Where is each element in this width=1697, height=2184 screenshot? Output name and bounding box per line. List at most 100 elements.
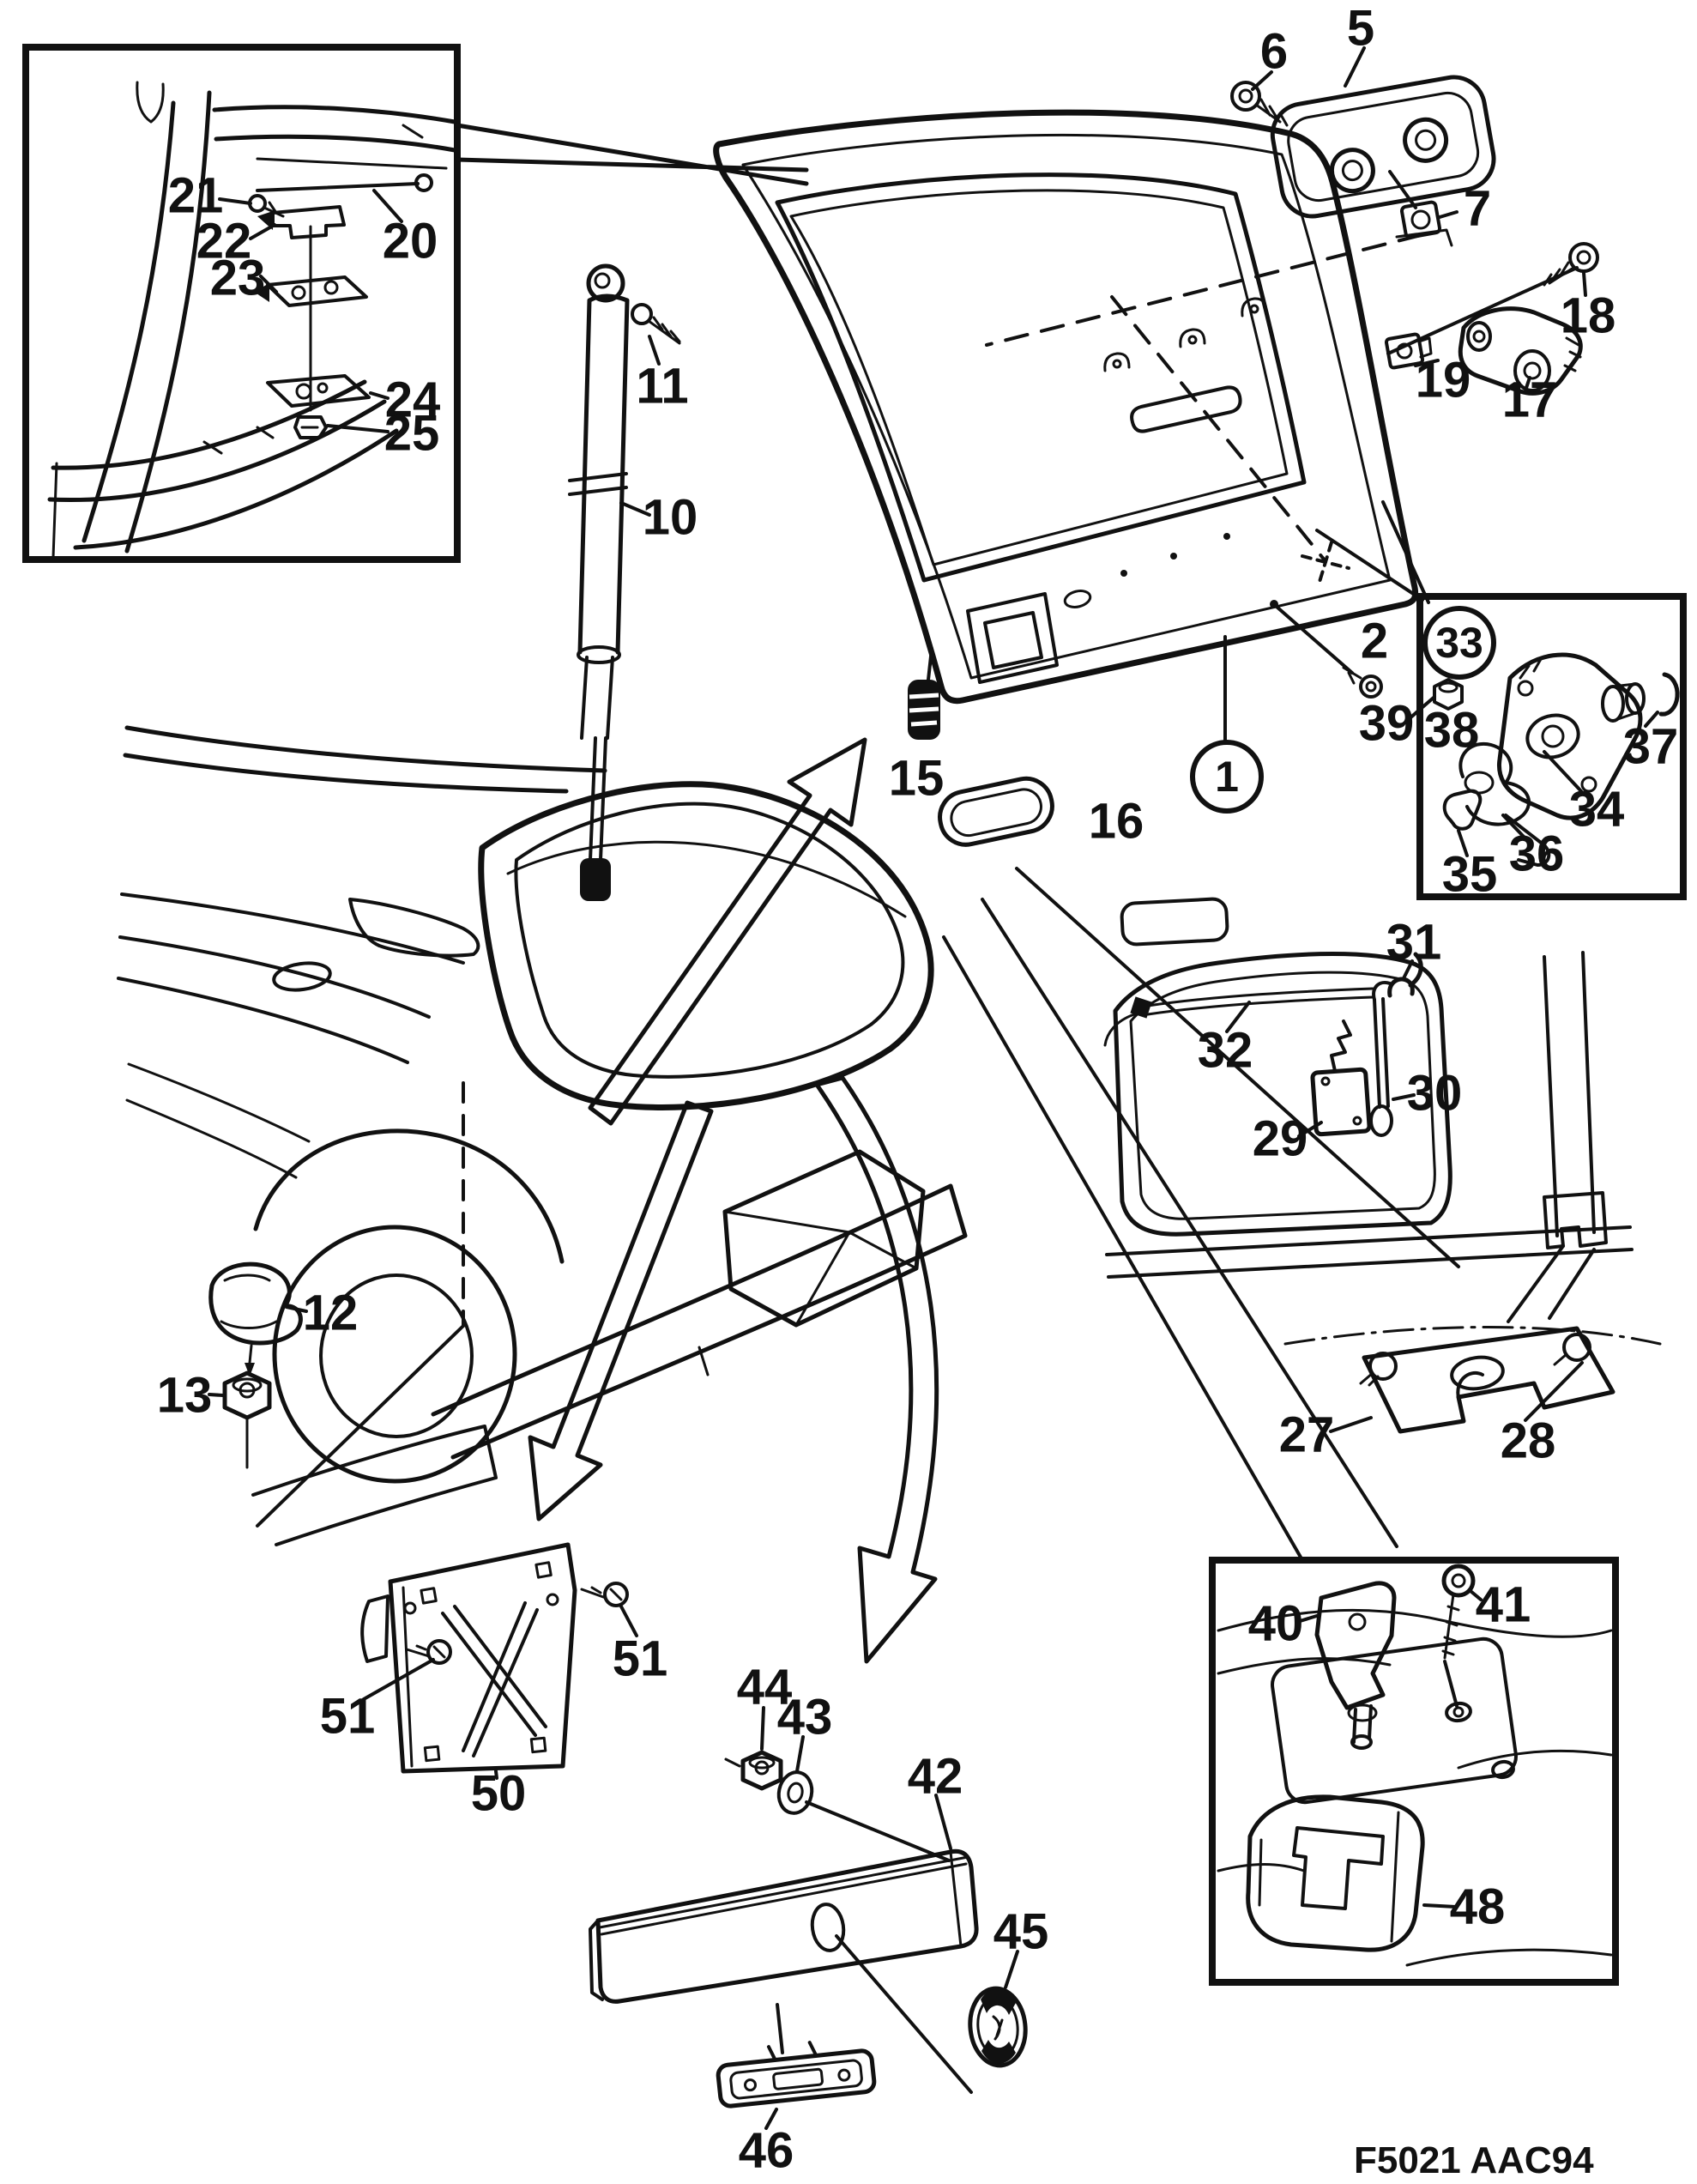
latch-bracket-detail-box — [1209, 1557, 1619, 1986]
part-label-25: 25 — [384, 406, 440, 462]
arrow-down-to-plate-bracket — [528, 1100, 714, 1522]
bracket-17 — [1458, 306, 1583, 396]
bracket-holes — [403, 1561, 559, 1763]
svg-text:44: 44 — [737, 1660, 793, 1715]
inset-connector-lines — [455, 123, 809, 186]
part-label-2: 2 — [1361, 614, 1388, 669]
plate-light-46 — [716, 2041, 877, 2108]
part-label-35: 35 — [1442, 847, 1498, 903]
roof-hinge-detail-box — [22, 44, 461, 563]
part-label-36: 36 — [1509, 826, 1565, 882]
svg-text:51: 51 — [320, 1689, 376, 1745]
svg-text:20: 20 — [383, 214, 438, 269]
svg-text:37: 37 — [1623, 719, 1679, 775]
svg-text:24: 24 — [385, 372, 441, 428]
lamp-housing-5 — [1270, 75, 1496, 219]
part-label-46: 46 — [739, 2123, 794, 2179]
nut-19 — [1384, 332, 1433, 370]
svg-text:30: 30 — [1407, 1066, 1463, 1122]
svg-text:41: 41 — [1476, 1577, 1531, 1633]
part-label-51b: 51 — [320, 1689, 376, 1745]
part-label-18: 18 — [1561, 288, 1616, 344]
nut-13 — [222, 1370, 272, 1469]
part-label-29: 29 — [1253, 1111, 1308, 1167]
svg-text:18: 18 — [1561, 288, 1616, 344]
svg-text:32: 32 — [1198, 1023, 1253, 1079]
svg-text:11: 11 — [636, 359, 688, 414]
part-label-27: 27 — [1279, 1407, 1335, 1463]
badge-45 — [968, 1986, 1028, 2068]
svg-text:25: 25 — [384, 406, 440, 462]
part-label-20: 20 — [383, 214, 438, 269]
part-label-10: 10 — [643, 490, 698, 546]
buffer-bracket-assembly — [1384, 242, 1599, 396]
svg-text:2: 2 — [1361, 614, 1388, 669]
nut-44 — [724, 1750, 783, 1791]
clip-7 — [1395, 200, 1453, 247]
part-label-32: 32 — [1198, 1023, 1253, 1079]
screw-41 — [1441, 1564, 1476, 1708]
svg-text:36: 36 — [1509, 826, 1565, 882]
arrow-curved-to-trim — [814, 1075, 939, 1664]
release-cable-32 — [1103, 987, 1374, 1047]
part-label-7: 7 — [1464, 181, 1491, 237]
nut-38 — [1433, 678, 1464, 711]
clip-35 — [1442, 789, 1483, 831]
svg-text:19: 19 — [1416, 353, 1471, 408]
svg-text:34: 34 — [1569, 782, 1625, 838]
lock-assembly-detail-box — [1407, 593, 1687, 900]
part-label-12: 12 — [303, 1286, 359, 1341]
part-label-15: 15 — [889, 751, 945, 807]
trim-molding-assembly — [589, 1706, 1028, 2130]
part-label-6: 6 — [1260, 24, 1288, 80]
part-label-41: 41 — [1476, 1577, 1531, 1633]
gas-strut — [568, 263, 681, 901]
svg-text:38: 38 — [1424, 703, 1480, 759]
screw-18 — [1543, 242, 1599, 287]
part-label-50: 50 — [471, 1766, 527, 1822]
part-label-31: 31 — [1386, 915, 1442, 971]
buffer-12 — [208, 1261, 303, 1376]
lock-housing-34 — [1496, 652, 1646, 820]
plate-bracket-assembly — [360, 1542, 638, 1780]
svg-text:5: 5 — [1347, 1, 1374, 57]
figure-code: F5021 AAC94 — [1354, 2139, 1594, 2181]
svg-text:48: 48 — [1450, 1879, 1506, 1935]
part-label-5: 5 — [1347, 1, 1374, 57]
screw-51-right — [580, 1582, 629, 1607]
part-label-34: 34 — [1569, 782, 1625, 838]
svg-text:12: 12 — [303, 1286, 359, 1341]
screw-51-left — [405, 1639, 452, 1665]
part-label-21: 21 — [168, 168, 224, 224]
arrow-up-to-tailgate — [588, 737, 867, 1126]
part-label-13: 13 — [157, 1368, 213, 1424]
lock-rod-30 — [1369, 981, 1393, 1137]
connector-lines-right — [942, 867, 1460, 1562]
direction-arrows — [528, 737, 939, 1664]
svg-text:29: 29 — [1253, 1111, 1308, 1167]
svg-text:22: 22 — [196, 214, 252, 269]
grommet-31 — [1387, 952, 1423, 998]
striker-plate-detail — [1283, 1326, 1662, 1434]
svg-text:50: 50 — [471, 1766, 527, 1822]
car-rear-view — [117, 725, 968, 1546]
part-label-45: 45 — [993, 1904, 1049, 1960]
bracket-40 — [1314, 1581, 1397, 1750]
svg-text:31: 31 — [1386, 915, 1442, 971]
part-label-28: 28 — [1501, 1413, 1556, 1469]
svg-text:15: 15 — [889, 751, 945, 807]
part-label-38: 38 — [1424, 703, 1480, 759]
part-label-23: 23 — [210, 251, 266, 306]
svg-text:23: 23 — [210, 251, 266, 306]
svg-text:21: 21 — [168, 168, 224, 224]
door-aperture-view — [1103, 897, 1634, 1323]
svg-text:27: 27 — [1279, 1407, 1335, 1463]
screw-bosses — [1103, 297, 1268, 372]
part-label-42: 42 — [908, 1749, 963, 1805]
tailgate-illustration — [713, 109, 1430, 847]
svg-text:45: 45 — [993, 1904, 1049, 1960]
part-label-19: 19 — [1416, 353, 1471, 408]
svg-text:33: 33 — [1435, 619, 1483, 667]
